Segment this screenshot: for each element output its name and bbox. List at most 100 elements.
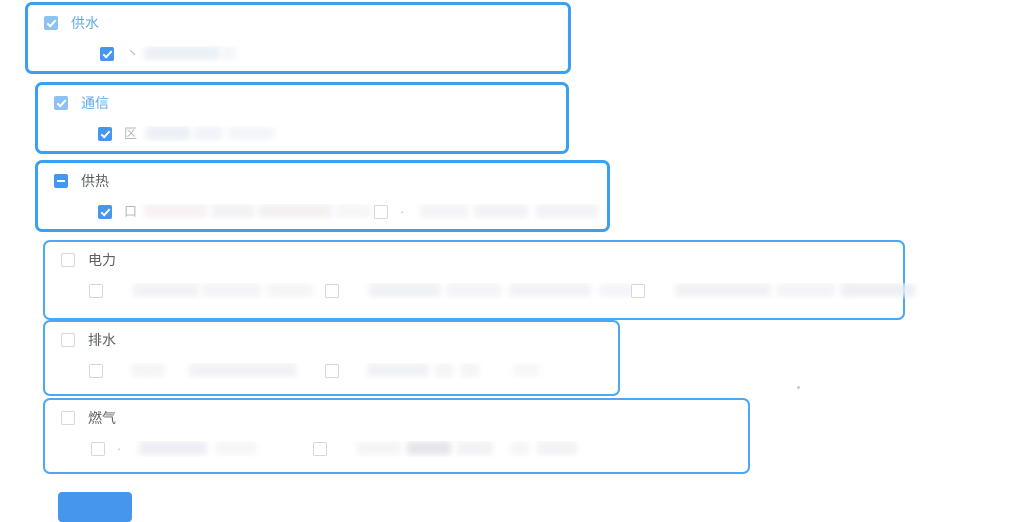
checkbox-item-drainage-child-1[interactable]	[89, 358, 303, 384]
checkbox-checked-icon[interactable]	[98, 127, 112, 141]
redacted-text-segment	[369, 283, 441, 297]
stray-dot	[797, 386, 800, 389]
group-header-gas[interactable]: 燃气	[61, 408, 116, 428]
redacted-text-segment	[675, 283, 771, 297]
checkbox-label-heating-child-1: 口	[124, 204, 378, 220]
redacted-text-segment	[435, 363, 453, 377]
checkbox-unchecked-icon[interactable]	[89, 364, 103, 378]
redacted-text-segment	[258, 204, 332, 218]
redacted-text-segment	[599, 283, 639, 297]
redacted-text-segment	[841, 283, 915, 297]
checkbox-label-electricity-child-3	[657, 283, 921, 299]
checkbox-item-drainage-child-2[interactable]	[325, 358, 545, 384]
checkbox-unchecked-icon[interactable]	[61, 253, 75, 267]
group-children-communication: 区	[54, 121, 560, 147]
group-card-heating: 供热口·	[35, 160, 610, 232]
checkbox-checked-icon[interactable]	[44, 16, 58, 30]
redacted-text-segment	[420, 204, 468, 218]
checkbox-label-gas-child-2	[339, 441, 583, 457]
checkbox-indeterminate-icon[interactable]	[54, 174, 68, 188]
checkbox-checked-icon[interactable]	[98, 205, 112, 219]
group-children-gas: ·	[61, 436, 742, 462]
checkbox-label-lead-water-supply-child-1: 丶	[126, 46, 140, 61]
checkbox-label-drainage-child-2	[351, 363, 545, 379]
checkbox-item-heating-child-1[interactable]: 口	[98, 199, 378, 225]
redacted-text-segment	[777, 283, 835, 297]
redacted-text-segment	[203, 283, 261, 297]
checkbox-label-lead-gas-child-1: ·	[117, 441, 122, 456]
redacted-text-segment	[212, 204, 254, 218]
redacted-text-segment	[513, 363, 539, 377]
checkbox-unchecked-icon[interactable]	[325, 284, 339, 298]
redacted-text-segment	[367, 363, 429, 377]
redacted-text-segment	[222, 46, 236, 60]
redacted-text-segment	[215, 441, 257, 455]
redacted-text-segment	[194, 126, 222, 140]
redacted-text-segment	[144, 204, 208, 218]
checkbox-checked-icon[interactable]	[100, 47, 114, 61]
checkbox-unchecked-icon[interactable]	[91, 442, 105, 456]
checkbox-label-lead-heating-child-1: 口	[124, 204, 138, 219]
checkbox-item-electricity-child-2[interactable]	[325, 278, 645, 304]
checkbox-label-water-supply-child-1: 丶	[126, 46, 242, 62]
group-label-gas: 燃气	[88, 410, 116, 426]
group-header-drainage[interactable]: 排水	[61, 330, 116, 350]
group-label-heating: 供热	[81, 173, 109, 189]
redacted-text-segment	[511, 441, 529, 455]
group-children-drainage	[61, 358, 612, 384]
group-card-electricity: 电力	[43, 240, 915, 320]
redacted-text-segment	[267, 283, 313, 297]
checkbox-unchecked-icon[interactable]	[325, 364, 339, 378]
group-card-drainage: 排水	[43, 320, 620, 396]
checkbox-item-heating-child-2[interactable]: ·	[374, 199, 604, 225]
checkbox-unchecked-icon[interactable]	[631, 284, 645, 298]
redacted-text-segment	[457, 441, 493, 455]
group-label-drainage: 排水	[88, 332, 116, 348]
submit-button[interactable]	[58, 492, 132, 522]
checkbox-unchecked-icon[interactable]	[313, 442, 327, 456]
redacted-text-segment	[461, 363, 479, 377]
redacted-text-segment	[131, 363, 165, 377]
group-children-electricity	[61, 278, 915, 304]
redacted-text-segment	[336, 204, 372, 218]
redacted-text-segment	[474, 204, 528, 218]
checkbox-label-electricity-child-1	[115, 283, 319, 299]
group-children-heating: 口·	[54, 199, 601, 225]
group-label-communication: 通信	[81, 95, 109, 111]
redacted-text-segment	[189, 363, 297, 377]
checkbox-item-water-supply-child-1[interactable]: 丶	[100, 41, 242, 67]
redacted-text-segment	[133, 283, 199, 297]
checkbox-checked-icon[interactable]	[54, 96, 68, 110]
redacted-text-segment	[146, 126, 190, 140]
checkbox-unchecked-icon[interactable]	[89, 284, 103, 298]
redacted-text-segment	[139, 441, 207, 455]
checkbox-item-gas-child-1[interactable]: ·	[91, 436, 263, 462]
group-label-electricity: 电力	[88, 252, 116, 268]
group-card-gas: 燃气·	[43, 398, 750, 474]
group-header-water-supply[interactable]: 供水	[44, 13, 99, 33]
checkbox-item-electricity-child-1[interactable]	[89, 278, 319, 304]
checkbox-item-electricity-child-3[interactable]	[631, 278, 921, 304]
checkbox-item-communication-child-1[interactable]: 区	[98, 121, 280, 147]
checkbox-unchecked-icon[interactable]	[61, 411, 75, 425]
redacted-text-segment	[447, 283, 501, 297]
redacted-text-segment	[407, 441, 451, 455]
group-children-water-supply: 丶	[44, 41, 562, 67]
checkbox-label-communication-child-1: 区	[124, 126, 280, 142]
checkbox-unchecked-icon[interactable]	[374, 205, 388, 219]
redacted-text-segment	[144, 46, 220, 60]
group-card-communication: 通信区	[35, 82, 569, 154]
group-header-electricity[interactable]: 电力	[61, 250, 116, 270]
redacted-text-segment	[357, 441, 401, 455]
group-header-communication[interactable]: 通信	[54, 93, 109, 113]
checkbox-item-gas-child-2[interactable]	[313, 436, 583, 462]
checkbox-label-drainage-child-1	[115, 363, 303, 379]
checkbox-label-heating-child-2: ·	[400, 204, 604, 220]
checkbox-unchecked-icon[interactable]	[61, 333, 75, 347]
redacted-text-segment	[537, 441, 577, 455]
checkbox-label-lead-heating-child-2: ·	[400, 204, 405, 219]
redacted-text-segment	[536, 204, 598, 218]
group-label-water-supply: 供水	[71, 15, 99, 31]
group-header-heating[interactable]: 供热	[54, 171, 109, 191]
checkbox-label-lead-communication-child-1: 区	[124, 126, 138, 141]
